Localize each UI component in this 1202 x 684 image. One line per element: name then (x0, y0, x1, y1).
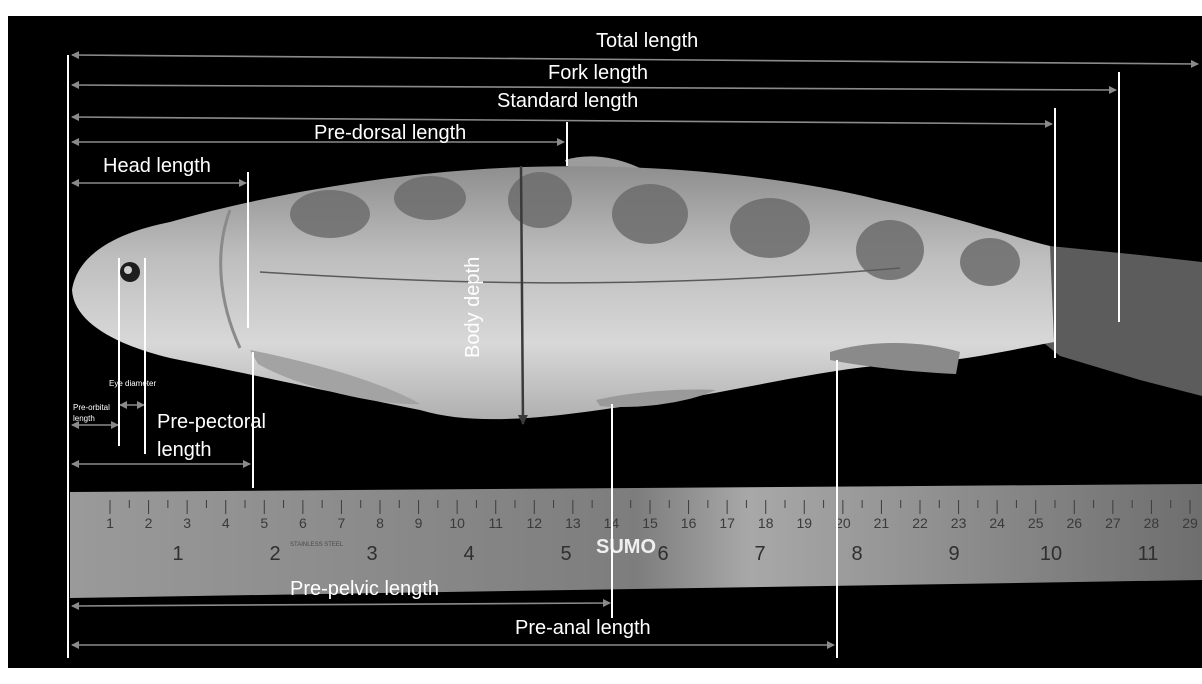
head-length-label: Head length (103, 155, 211, 178)
total-length-label: Total length (596, 30, 698, 53)
ruler-top-number: 24 (989, 515, 1005, 531)
ruler-top-number: 19 (796, 515, 812, 531)
pre-anal-length-label: Pre-anal length (515, 617, 651, 640)
ruler-top-number: 16 (681, 515, 697, 531)
ruler-top-number: 11 (488, 515, 503, 531)
ruler-bottom-number: 8 (851, 543, 862, 565)
ruler-stamp: STAINLESS STEEL (290, 542, 344, 548)
fork-length-label: Fork length (548, 62, 648, 85)
ruler-top-number: 23 (951, 515, 967, 531)
ruler-top-number: 26 (1066, 515, 1082, 531)
ruler-bottom-number: 9 (948, 543, 959, 565)
ruler-bottom-number: 1 (172, 543, 183, 565)
ruler-top-number: 7 (338, 515, 346, 531)
pre-pectoral-label-line2: length (157, 439, 212, 462)
ruler-top-number: 1 (106, 515, 114, 531)
ruler-top-number: 22 (912, 515, 928, 531)
eye-diameter-label: Eye diameter (109, 379, 156, 388)
ruler-bottom-number: 10 (1040, 543, 1062, 565)
ruler-top-number: 28 (1144, 515, 1160, 531)
ruler-brand: SUMO (596, 536, 656, 558)
ruler-top-number: 6 (299, 515, 307, 531)
ruler-bottom-number: 3 (366, 543, 377, 565)
ruler-top-number: 2 (145, 515, 153, 531)
ruler-top-number: 15 (642, 515, 658, 531)
ruler-top-number: 12 (526, 515, 542, 531)
pre-pelvic-length-label: Pre-pelvic length (290, 578, 439, 601)
pre-orbital-label-line2: length (73, 414, 95, 423)
ruler-top-number: 18 (758, 515, 774, 531)
ruler-top-number: 17 (719, 515, 735, 531)
ruler: 1234567891011121314151617181920212223242… (70, 484, 1202, 598)
ruler-top-number: 27 (1105, 515, 1121, 531)
pre-orbital-label-line1: Pre-orbital (73, 403, 110, 412)
ruler-top-number: 4 (222, 515, 230, 531)
pre-pectoral-label-line1: Pre-pectoral (157, 411, 266, 434)
body-depth-label: Body depth (462, 257, 485, 358)
ruler-top-number: 13 (565, 515, 581, 531)
ruler-top-number: 21 (874, 515, 890, 531)
ruler-top-number: 10 (449, 515, 465, 531)
ruler-top-number: 9 (415, 515, 423, 531)
ruler-bottom-number: 6 (657, 543, 668, 565)
ruler-top-number: 3 (183, 515, 191, 531)
ruler-bottom-number: 5 (560, 543, 571, 565)
ruler-top-number: 5 (260, 515, 268, 531)
ruler-top-number: 29 (1182, 515, 1198, 531)
ruler-top-number: 8 (376, 515, 384, 531)
ruler-bottom-number: 7 (754, 543, 765, 565)
ruler-bottom-number: 11 (1138, 543, 1159, 565)
ruler-bottom-number: 2 (269, 543, 280, 565)
standard-length-label: Standard length (497, 90, 638, 113)
ruler-bottom-number: 4 (463, 543, 474, 565)
ruler-top-number: 25 (1028, 515, 1044, 531)
pre-dorsal-length-label: Pre-dorsal length (314, 122, 466, 145)
